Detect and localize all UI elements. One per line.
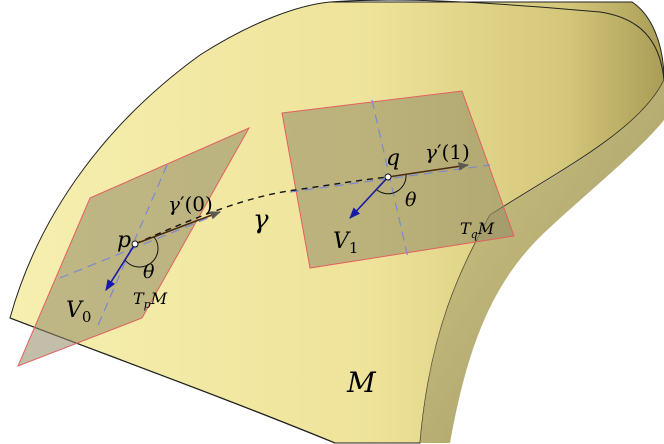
vector-v0-base: V [66,298,84,323]
tangent-space-q-label: TqM [460,219,495,241]
tangent-p-label-suffix: ′(0) [180,192,213,216]
tangent-space-p-tail: M [150,289,168,308]
tangent-space-p-base: T [133,289,145,308]
point-q-marker [384,173,392,181]
surface-shadow-band [420,80,664,443]
tangent-space-q-base: T [460,219,472,238]
tangent-plane-q-axis-1 [289,164,491,193]
angle-q-label: θ [405,189,417,211]
vector-v0 [105,243,136,291]
vector-v0-label: V0 [66,298,91,326]
angle-p-label: θ [143,261,155,283]
point-q-label: q [386,146,400,171]
tangent-plane-p-axis-1 [59,217,209,279]
vector-v1 [349,176,389,219]
tangent-vector-q [387,162,470,178]
vector-v0-sub: 0 [82,308,92,326]
manifold-label: M [346,366,377,399]
tangent-space-q-sub: q [471,228,478,241]
angle-arc-p [124,236,159,268]
tangent-p-label: γ′(0) [168,192,213,216]
surface-right-edge [329,0,664,81]
tangent-space-p-label: TpM [133,289,168,311]
tangent-plane-q [281,90,515,269]
vector-v1-sub: 1 [349,239,359,257]
geodesic-curve [134,176,389,245]
tangent-vector-p [134,211,221,245]
tangent-p-label-base: γ [168,192,180,216]
tangent-plane-q-fill [281,90,515,269]
angle-arc-q [376,174,407,195]
tangent-q-label-suffix: ′(1) [437,140,470,164]
vector-v1-label: V1 [333,229,358,257]
tangent-q-label: γ′(1) [425,140,470,164]
point-p-label: p [117,228,131,253]
curve-gamma-label: γ [253,205,269,235]
tangent-space-q-tail: M [477,219,495,238]
tangent-space-p-sub: p [144,298,151,311]
point-p-marker [131,240,139,248]
vector-v1-base: V [333,229,351,254]
tangent-q-label-base: γ [425,140,437,164]
